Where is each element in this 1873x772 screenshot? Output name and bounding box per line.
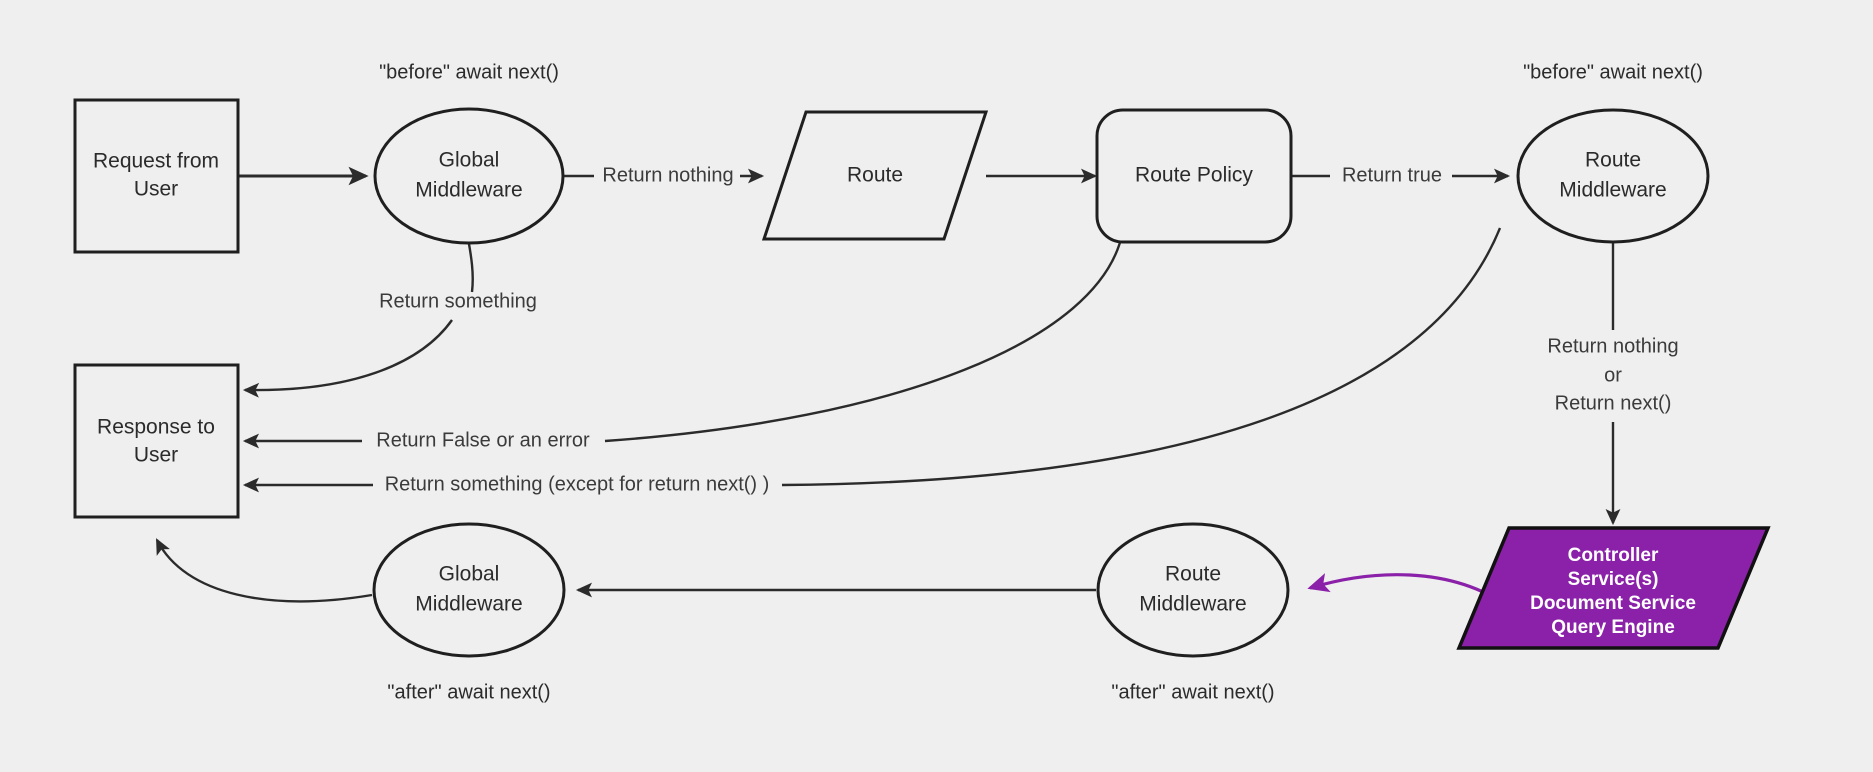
node-request-from-user[interactable]: Request from User: [73, 98, 240, 254]
edge-global-middleware-bottom-to-response: [155, 538, 373, 603]
edge-global-middleware-to-response-lower: [242, 319, 453, 398]
node-route-policy[interactable]: Route Policy: [1095, 108, 1293, 244]
node-route-policy-label: Route Policy: [1135, 164, 1253, 187]
node-route-label: Route: [847, 164, 903, 187]
edge-label-return-true: Return true: [1342, 164, 1442, 186]
node-controller-line1: Controller: [1568, 545, 1659, 566]
node-global-middleware-bottom-line2: Middleware: [415, 593, 522, 616]
edge-label-return-false-or-error: Return False or an error: [376, 429, 590, 451]
annotation-after-await-next-route: "after" await next(): [1111, 681, 1274, 703]
edge-label-return-something-except-next: Return something (except for return next…: [385, 473, 770, 495]
node-global-middleware-bottom-line1: Global: [439, 563, 500, 586]
node-controller-line2: Service(s): [1568, 569, 1659, 590]
node-route-middleware-top-line1: Route: [1585, 149, 1641, 172]
edge-label-return-nothing: Return nothing: [602, 164, 733, 186]
node-controller-services[interactable]: Controller Service(s) Document Service Q…: [1456, 526, 1771, 650]
node-response-to-user-line2: User: [134, 444, 178, 467]
edge-label-return-nothing-or-next-line3: Return next(): [1555, 392, 1672, 414]
annotation-before-await-next-route: "before" await next(): [1523, 61, 1703, 83]
edge-label-return-something: Return something: [379, 290, 537, 312]
edge-route-middleware-to-response-curve: [781, 227, 1502, 487]
annotation-after-await-next-global: "after" await next(): [387, 681, 550, 703]
node-global-middleware-top-line1: Global: [439, 149, 500, 172]
node-route-middleware-bottom-line2: Middleware: [1139, 593, 1246, 616]
node-route-middleware-bottom-line1: Route: [1165, 563, 1221, 586]
node-route-middleware-top[interactable]: Route Middleware: [1516, 108, 1710, 244]
node-global-middleware-bottom[interactable]: Global Middleware: [372, 522, 566, 658]
edge-label-return-nothing-or-next-line2: or: [1604, 364, 1622, 386]
node-route-middleware-top-line2: Middleware: [1559, 179, 1666, 202]
node-request-from-user-line1: Request from: [93, 150, 219, 173]
node-controller-line4: Query Engine: [1551, 617, 1675, 638]
node-route[interactable]: Route: [761, 110, 989, 241]
edge-label-return-nothing-or-next-line1: Return nothing: [1547, 335, 1678, 357]
node-request-from-user-line2: User: [134, 178, 178, 201]
node-response-to-user-line1: Response to: [97, 416, 215, 439]
annotation-before-await-next-global: "before" await next(): [379, 61, 559, 83]
node-response-to-user[interactable]: Response to User: [73, 363, 240, 519]
node-global-middleware-top[interactable]: Global Middleware: [373, 107, 565, 245]
node-global-middleware-top-line2: Middleware: [415, 179, 522, 202]
node-route-middleware-bottom[interactable]: Route Middleware: [1096, 522, 1290, 658]
edge-route-policy-to-response-curve: [604, 234, 1124, 443]
node-controller-line3: Document Service: [1530, 593, 1696, 614]
